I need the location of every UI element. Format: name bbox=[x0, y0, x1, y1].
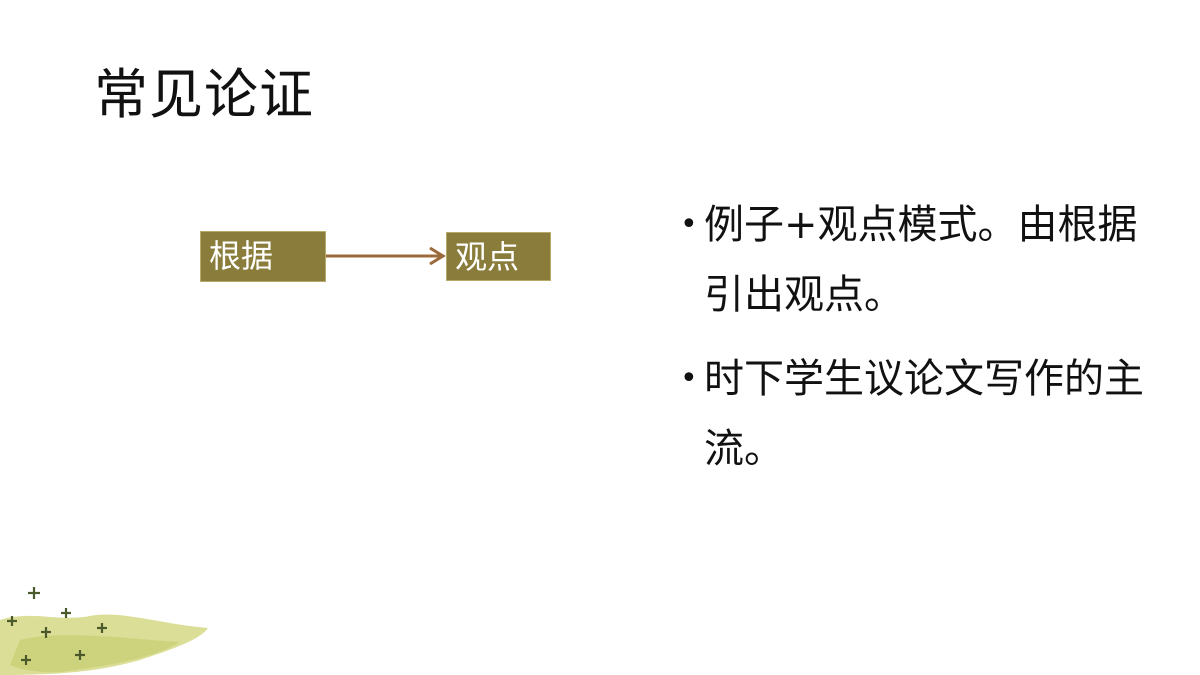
decorative-brush-corner bbox=[0, 587, 208, 675]
bullet-text: 时下学生议论文写作的主流。 bbox=[704, 356, 1144, 472]
plus-marks-icon bbox=[7, 587, 107, 665]
viewpoint-box: 观点 bbox=[446, 232, 551, 281]
bullet-item: • 例子+观点模式。由根据引出观点。 bbox=[680, 190, 1150, 330]
slide-title: 常见论证 bbox=[94, 63, 314, 126]
flow-arrow-head-icon bbox=[429, 246, 446, 266]
brush-wash-2 bbox=[10, 635, 180, 673]
evidence-box: 根据 bbox=[200, 231, 326, 282]
bullet-dot-icon: • bbox=[680, 207, 698, 242]
bullet-item: • 时下学生议论文写作的主流。 bbox=[680, 344, 1150, 484]
bullet-dot-icon: • bbox=[680, 361, 698, 396]
bullet-text: 例子+观点模式。由根据引出观点。 bbox=[704, 202, 1138, 318]
bullet-list: • 例子+观点模式。由根据引出观点。 • 时下学生议论文写作的主流。 bbox=[680, 190, 1150, 498]
